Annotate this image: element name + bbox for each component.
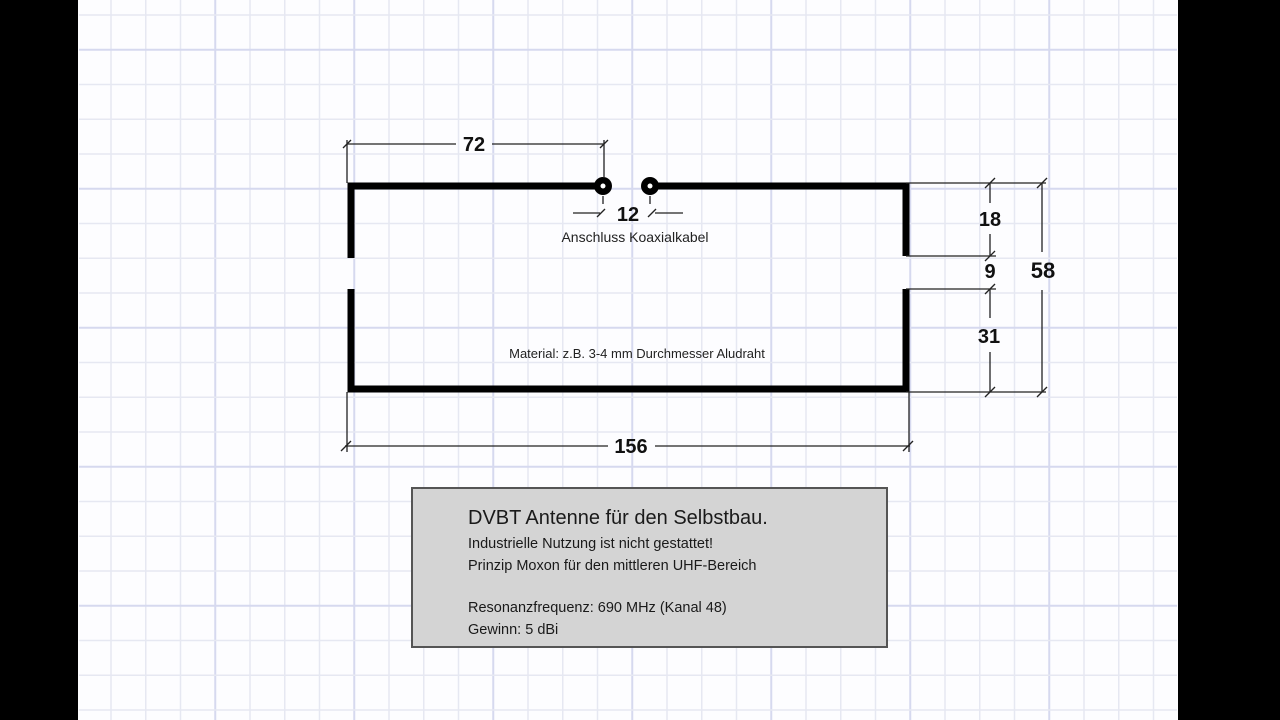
dimension-12: 12 — [573, 196, 683, 226]
dimension-label: 156 — [614, 436, 647, 458]
info-usage-note: Industrielle Nutzung ist nicht gestattet… — [468, 536, 713, 552]
dimension-right: 18 9 31 58 — [906, 177, 1055, 398]
terminal-hole — [600, 183, 606, 189]
info-box: DVBT Antenne für den Selbstbau. Industri… — [411, 487, 888, 648]
info-gain: Gewinn: 5 dBi — [468, 622, 558, 638]
dimension-156: 156 — [340, 392, 914, 458]
info-title: DVBT Antenne für den Selbstbau. — [468, 507, 768, 529]
material-note: Material: z.B. 3-4 mm Durchmesser Aludra… — [509, 346, 765, 361]
info-principle: Prinzip Moxon für den mittleren UHF-Bere… — [468, 558, 757, 574]
antenna-wire — [347, 177, 910, 393]
dimension-label: 31 — [978, 326, 1000, 348]
coax-connection-label: Anschluss Koaxialkabel — [561, 229, 708, 245]
info-frequency: Resonanzfrequenz: 690 MHz (Kanal 48) — [468, 600, 727, 616]
wire-left-upper — [347, 182, 603, 258]
wire-lower — [347, 289, 910, 393]
terminal-hole — [647, 183, 653, 189]
dimension-label: 9 — [984, 261, 995, 283]
dimension-72: 72 — [342, 134, 609, 183]
dimension-label: 72 — [463, 134, 485, 156]
dimension-label: 12 — [617, 204, 639, 226]
dimension-label: 18 — [979, 209, 1001, 231]
dimension-label: 58 — [1031, 258, 1055, 283]
wire-right-upper — [650, 182, 910, 256]
